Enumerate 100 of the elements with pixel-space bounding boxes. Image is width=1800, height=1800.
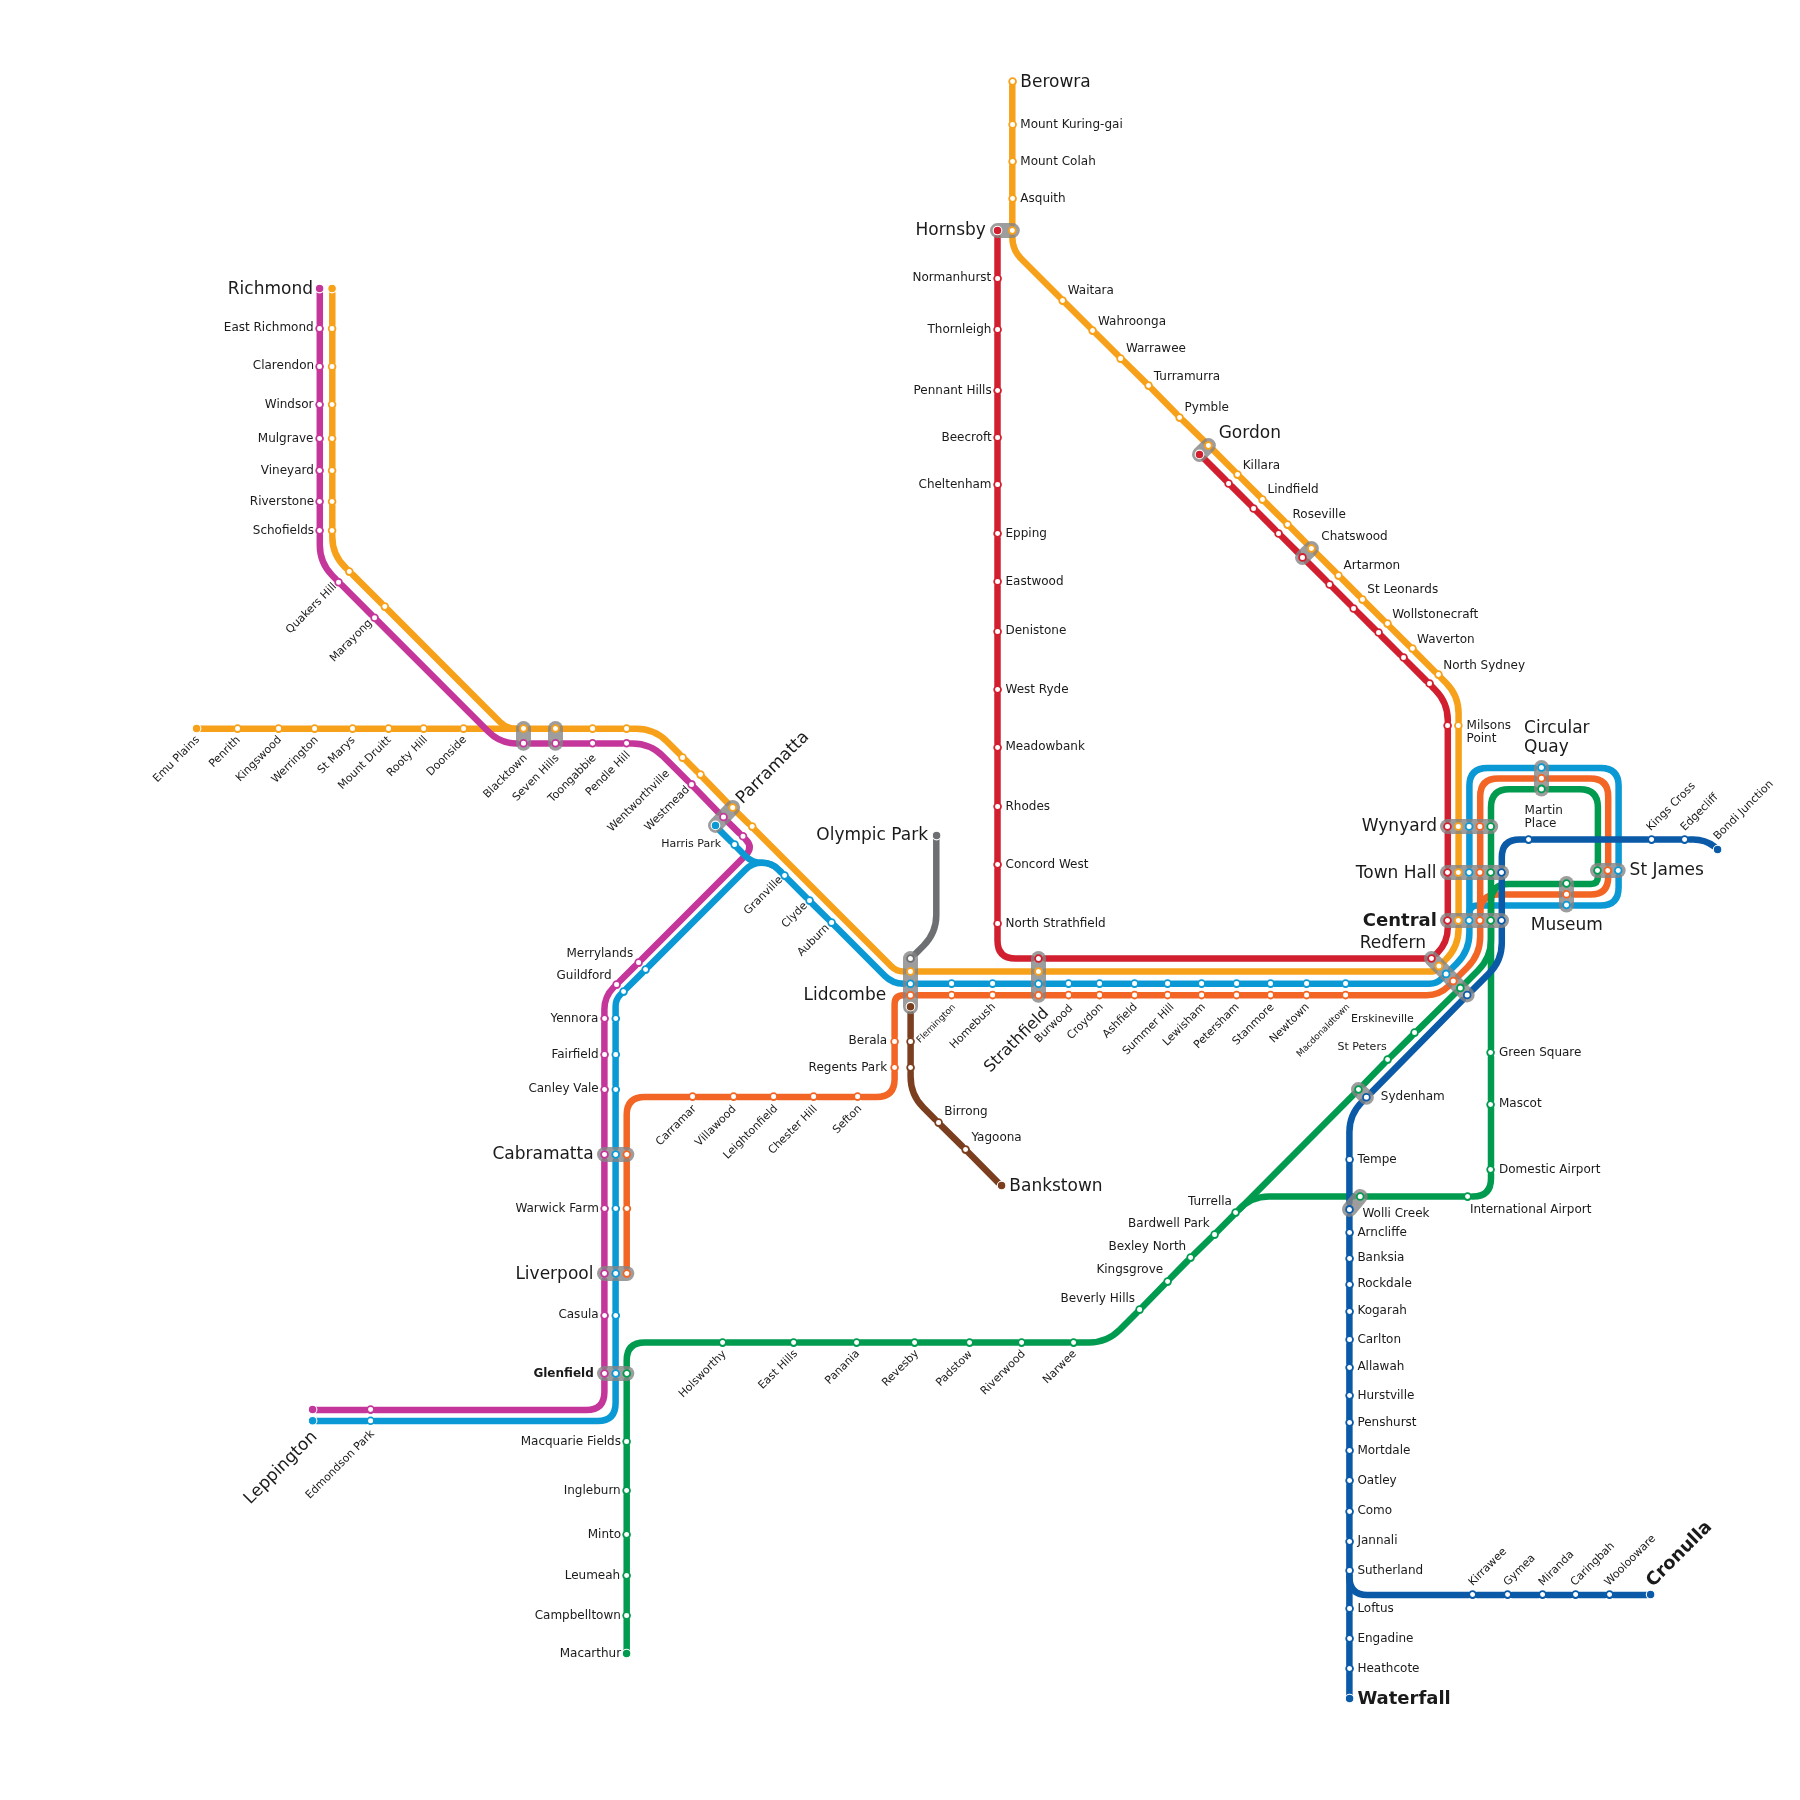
rail-line [1346,975,1445,987]
rail-line [994,807,1001,864]
rail-line [316,503,324,530]
rail-line [699,774,731,806]
station-name: Warrawee [1125,342,1186,357]
rail-line [1135,980,1167,987]
station-name: Milsons Point [1466,718,1513,747]
station-name: Circular Quay [1524,717,1591,757]
station-name: East Richmond [223,321,314,336]
rail-line [645,859,785,970]
rail-line [612,1019,619,1054]
rail-line [1271,991,1306,999]
station-name: Bexley North [1108,1239,1187,1254]
rail-line [994,392,1001,437]
rail-line [691,784,722,816]
rail-line [952,991,992,999]
station-name: Casula [558,1308,599,1323]
station-name: Yennora [550,1011,599,1026]
rail-line [353,725,388,733]
station-name: Redfern [1359,932,1426,953]
rail-line [1360,1059,1388,1088]
rail-line [1378,632,1404,659]
station-name: Pymble [1184,401,1229,415]
station-name: Normanhurst [912,271,992,286]
station-name: Birrong [944,1104,988,1119]
station-name: St Leonards [1367,583,1439,597]
station-name: Domestic Airport [1499,1162,1601,1177]
station-name: Canley Vale [528,1082,599,1097]
rail-line [316,405,324,438]
rail-line [1009,163,1016,198]
rail-line [1287,524,1310,547]
rail-line [1414,989,1459,1034]
rail-line [1346,1368,1353,1395]
rail-line [623,1616,630,1653]
station-name: Wollstonecraft [1392,608,1479,622]
station-name: Vineyard [260,463,314,478]
rail-line [1610,1591,1650,1599]
rail-line [1190,1234,1215,1259]
station-name: Waitara [1067,284,1114,298]
rail-line [1387,1032,1416,1061]
station-name: Roseville [1292,508,1346,523]
rail-line [1473,1591,1507,1599]
station-name: West Ryde [1005,682,1069,697]
station-name: Thornleigh [927,322,992,337]
station-name: St James [1629,860,1704,880]
rail-line [1307,980,1345,987]
station-name: Pennant Hills [913,384,992,398]
rail-line [1437,674,1462,725]
rail-line [612,991,624,1018]
rail-line [1346,1669,1353,1698]
station-name: Beecroft [941,430,992,445]
rail-line [1469,924,1506,994]
station-name: Concord West [1005,857,1089,872]
rail-line [1368,996,1466,1096]
station-name: Wolli Creek [1362,1207,1430,1222]
station-name: Rockdale [1357,1277,1412,1292]
rail-line [1346,1213,1353,1232]
rail-line [1069,991,1099,999]
rail-line [1203,980,1236,987]
rail-line [197,725,237,733]
rail-line [1213,1212,1237,1235]
rail-line [612,1055,619,1089]
rail-line [1262,499,1288,525]
station-name: Kingsgrove [1096,1263,1164,1278]
station-name: Killara [1242,458,1281,473]
station-name: Hornsby [915,220,986,240]
station-name: Erskineville [1351,1013,1414,1027]
rail-line [1346,1542,1353,1570]
rail-line [623,1577,630,1615]
rail-line [1148,385,1180,418]
station-name: Waterfall [1357,1688,1451,1710]
station-name: Lindfield [1267,483,1319,498]
rail-line [994,748,1001,806]
rail-line [907,1042,914,1067]
station-name: Leumeah [564,1569,621,1583]
station-name: Mortdale [1357,1444,1411,1458]
station-name: Bankstown [1009,1175,1103,1196]
rail-line [279,725,314,733]
station-name: Richmond [227,279,313,299]
station-name: Glenfield [533,1366,594,1381]
rail-line [627,740,692,785]
station-name: Turramurra [1153,369,1221,384]
station-name: Regents Park [808,1060,888,1075]
rail-line [238,725,278,733]
station-name: Mascot [1499,1097,1542,1112]
rail-line [329,532,350,572]
station-name: Epping [1005,526,1047,541]
station-name: North Strathfield [1005,916,1106,931]
rail-line [329,367,336,404]
station-name: Hurstville [1357,1388,1415,1403]
rail-line [682,757,701,775]
station-name: Penshurst [1357,1415,1417,1430]
station-name: Tempe [1357,1152,1397,1167]
rail-line [627,725,684,758]
rail-line [329,405,336,438]
rail-line [716,827,735,846]
rail-line [1201,456,1230,484]
rail-line [1498,876,1506,917]
rail-line [891,1042,898,1067]
rail-line [994,924,1035,962]
